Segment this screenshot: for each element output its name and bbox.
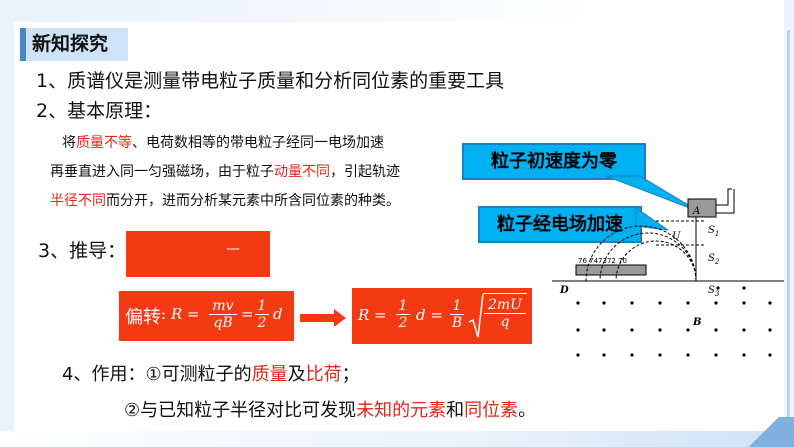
trajectory-3 [615, 240, 697, 282]
deflect-label: 偏转 [125, 307, 161, 328]
formula-box-result: R = 1 2 d = 1 B 2mU q [352, 288, 532, 344]
callout-zero-initial-velocity: 粒子初速度为零 [462, 143, 646, 180]
principle-text: 再垂直进入同一匀强磁场，由于粒子 [50, 164, 274, 180]
bottom-frame-band [0, 431, 794, 447]
use-text: ； [341, 364, 360, 385]
formula-box-accel-text: — [226, 241, 240, 257]
formula2-frac-half: 1 2 [396, 298, 410, 331]
label-b: B [692, 317, 701, 328]
source-pipe [716, 188, 732, 206]
formula2-frac-2mu-q: 2mU q [484, 297, 526, 330]
formula1-eq: = [241, 305, 254, 323]
use-label: 4、作用： [62, 364, 146, 385]
item-2-text: 2、基本原理： [36, 100, 163, 122]
sqrt-bar [483, 293, 527, 294]
frac-numerator: 1 [396, 298, 410, 315]
mass-spectrometer-diagram: A S1 U S2 S3 D B 76 747372 70 [552, 188, 784, 357]
principle-text: 而分开，进而分析某元素中所含同位素的种类。 [106, 193, 400, 209]
detector-scale-labels: 76 747372 70 [578, 257, 627, 265]
frac-numerator: 1 [255, 298, 269, 315]
callout2-pointer [635, 207, 669, 231]
detector-plate [575, 264, 647, 276]
colon: : [161, 305, 167, 323]
frac-numerator: 2mU [484, 297, 526, 314]
formula-box-deflect: 偏转 : R = mv qB = 1 2 d [119, 291, 294, 341]
derive-label: 3、推导： [38, 240, 127, 262]
principle-highlight: 动量不同 [274, 164, 330, 180]
trajectory-2 [599, 232, 697, 282]
formula1-d: d [273, 305, 283, 323]
frac-denominator: B [451, 315, 463, 331]
label-s1: S1 [708, 225, 719, 238]
frac-denominator: q [500, 314, 510, 330]
formula2-lhs: R = [358, 306, 387, 324]
principle-text: ，引起轨迹 [330, 164, 400, 180]
formula2-mid: d = [416, 306, 443, 324]
top-frame-band [0, 0, 794, 22]
source-pipe-outer [716, 189, 735, 214]
use-highlight: 同位素 [464, 400, 519, 421]
right-arrow-icon [300, 309, 346, 327]
label-a: A [692, 206, 700, 217]
corner-decoration [734, 417, 794, 447]
use-text: 和 [446, 400, 465, 421]
formula1-frac-mv-qb: mv qB [209, 298, 237, 331]
frac-denominator: 2 [257, 315, 267, 331]
magnetic-field-dots [576, 286, 772, 357]
principle-text: 将 [62, 135, 76, 151]
label-s3: S3 [708, 285, 720, 298]
callout1-pointer [605, 175, 701, 213]
principle-text: 、电荷数相等的带电粒子经同一电场加速 [132, 135, 384, 151]
use-highlight: 未知的元素 [356, 400, 447, 421]
use-line-2: ②与已知粒子半径对比可发现未知的元素和同位素。 [124, 396, 536, 422]
principle-highlight: 质量不等 [76, 135, 132, 151]
item-1-text: 1、质谱仪是测量带电粒子质量和分析同位素的重要工具 [36, 70, 505, 92]
principle-highlight: 半径不同 [50, 193, 106, 209]
use-line-1: 4、作用：①可测粒子的质量及比荷； [62, 360, 360, 386]
use-text: 。 [518, 400, 537, 421]
frac-denominator: qB [213, 315, 233, 331]
formula1-lhs: R = [171, 305, 200, 323]
right-frame-band [784, 0, 794, 447]
use-highlight: 比荷 [305, 364, 342, 385]
section-title: 新知探究 [20, 28, 128, 61]
frac-denominator: 2 [398, 315, 408, 331]
frac-numerator: mv [209, 298, 237, 315]
trajectory-1 [585, 225, 697, 282]
use-text: 及 [287, 364, 306, 385]
principle-line-3: 半径不同而分开，进而分析某元素中所含同位素的种类。 [50, 190, 400, 210]
right-frame-bar [787, 30, 790, 420]
frac-numerator: 1 [450, 298, 464, 315]
use-text: ②与已知粒子半径对比可发现 [124, 400, 357, 421]
formula2-frac-1-b: 1 B [450, 298, 464, 331]
label-u: U [672, 231, 681, 242]
callout-accelerated-by-field: 粒子经电场加速 [478, 206, 642, 243]
label-d: D [559, 285, 569, 296]
principle-line-1: 将质量不等、电荷数相等的带电粒子经同一电场加速 [62, 132, 384, 152]
left-frame-band [0, 0, 14, 447]
formula1-frac-half: 1 2 [255, 298, 269, 331]
sqrt-icon [468, 293, 484, 338]
use-text: ①可测粒子的 [145, 364, 252, 385]
label-s2: S2 [708, 253, 720, 266]
principle-line-2: 再垂直进入同一匀强磁场，由于粒子动量不同，引起轨迹 [50, 161, 400, 181]
formula-box-accel: — [126, 231, 270, 277]
callout-pointers [605, 175, 701, 231]
use-highlight: 质量 [251, 364, 288, 385]
ion-source-chamber [687, 198, 717, 218]
